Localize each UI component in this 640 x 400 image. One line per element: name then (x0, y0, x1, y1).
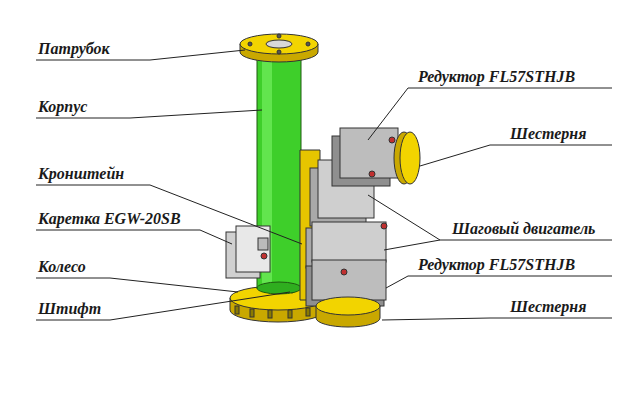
part-label: Патрубок (38, 40, 110, 58)
part-label: Редуктор FL57STHJB (418, 256, 575, 274)
upper-drive (310, 128, 420, 226)
part-label: Каретка EGW-20SB (38, 210, 181, 228)
part-label: Шестерня (510, 298, 586, 316)
part-label: Кронштейн (38, 165, 124, 183)
part-label: Редуктор FL57STHJB (418, 68, 575, 86)
part-label: Корпус (38, 98, 87, 116)
lower-drive (306, 222, 387, 327)
part-label: Шестерня (510, 125, 586, 143)
flange (240, 34, 318, 62)
part-label: Колесо (38, 258, 86, 276)
carriage (226, 226, 270, 278)
part-label: Штифт (38, 300, 101, 318)
leader-lines (36, 50, 612, 320)
body-tube (257, 52, 301, 294)
part-label: Шаговый двигатель (452, 220, 595, 238)
